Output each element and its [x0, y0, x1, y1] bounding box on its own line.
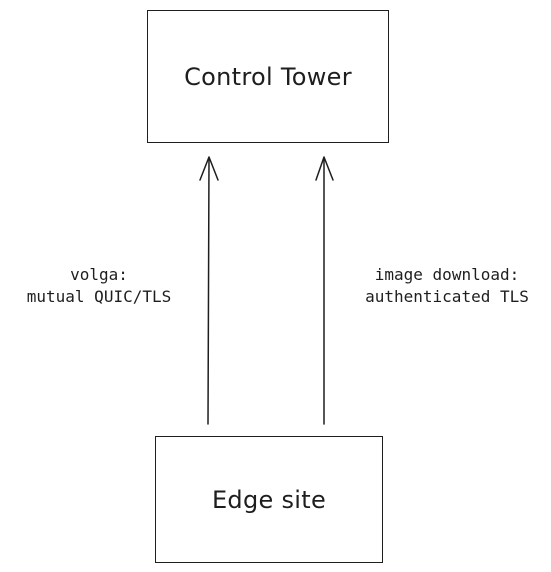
volga-connection-label: volga: mutual QUIC/TLS	[4, 264, 194, 308]
volga-label-line1: volga:	[70, 265, 128, 284]
image-download-connection-label: image download: authenticated TLS	[348, 264, 546, 308]
control-tower-node[interactable]: Control Tower	[147, 10, 389, 143]
volga-arrowhead	[199, 156, 219, 181]
edge-site-label: Edge site	[211, 485, 327, 514]
edge-site-node[interactable]: Edge site	[155, 436, 383, 563]
image-download-arrow[interactable]	[315, 156, 334, 425]
image-download-label-line1: image download:	[374, 265, 520, 284]
control-tower-label: Control Tower	[184, 62, 352, 91]
volga-arrow-shaft	[207, 157, 210, 425]
image-download-label-line2: authenticated TLS	[365, 287, 529, 306]
volga-label-line2: mutual QUIC/TLS	[26, 287, 172, 306]
volga-arrow[interactable]	[199, 156, 219, 425]
image-download-arrowhead	[315, 156, 334, 181]
